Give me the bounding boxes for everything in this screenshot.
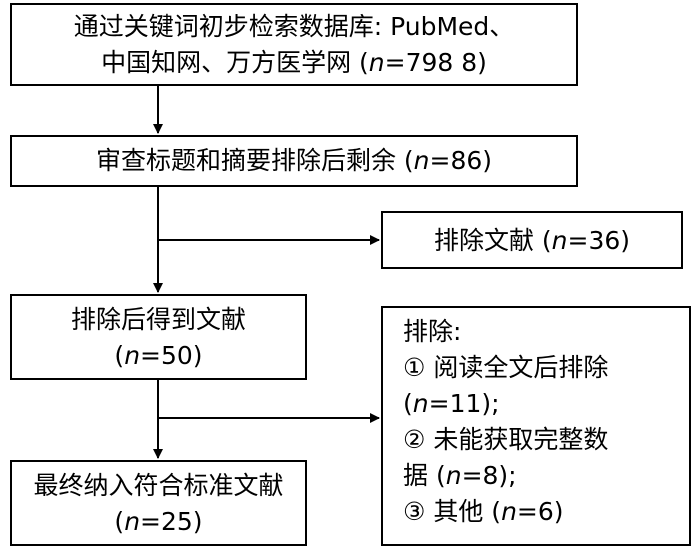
exclusion-reasons-title: 排除: [403,317,462,346]
box-excluded-literature-text: 排除文献 (n=36) [433,226,631,255]
exclusion-reason-1-line2: (n=11); [403,389,500,418]
box-screening-text: 审查标题和摘要排除后剩余 (n=86) [95,146,493,175]
box-after-exclusion-line1: 排除后得到文献 [70,305,246,334]
box-initial-search: 通过关键词初步检索数据库: PubMed、 中国知网、万方医学网 (n=798 … [10,3,578,86]
exclusion-reason-2-line1: ② 未能获取完整数 [403,425,609,454]
exclusion-reason-2-line2: 据 (n=8); [403,461,517,490]
exclusion-reason-3: ③ 其他 (n=6) [403,497,564,526]
box-final-included-line2: (n=25) [114,507,203,536]
box-after-exclusion-line2: (n=50) [114,341,203,370]
exclusion-reason-1-line1: ① 阅读全文后排除 [403,353,609,382]
box-initial-search-line1: 通过关键词初步检索数据库: PubMed、 [73,12,515,41]
box-excluded-literature: 排除文献 (n=36) [381,211,683,269]
box-exclusion-reasons: 排除: ① 阅读全文后排除 (n=11); ② 未能获取完整数 据 (n=8);… [381,306,691,546]
box-final-included-line1: 最终纳入符合标准文献 [33,471,284,500]
box-screening: 审查标题和摘要排除后剩余 (n=86) [10,135,578,187]
box-final-included: 最终纳入符合标准文献 (n=25) [10,460,307,546]
box-after-exclusion: 排除后得到文献 (n=50) [10,294,307,380]
box-initial-search-line2: 中国知网、万方医学网 (n=798 8) [101,48,487,77]
